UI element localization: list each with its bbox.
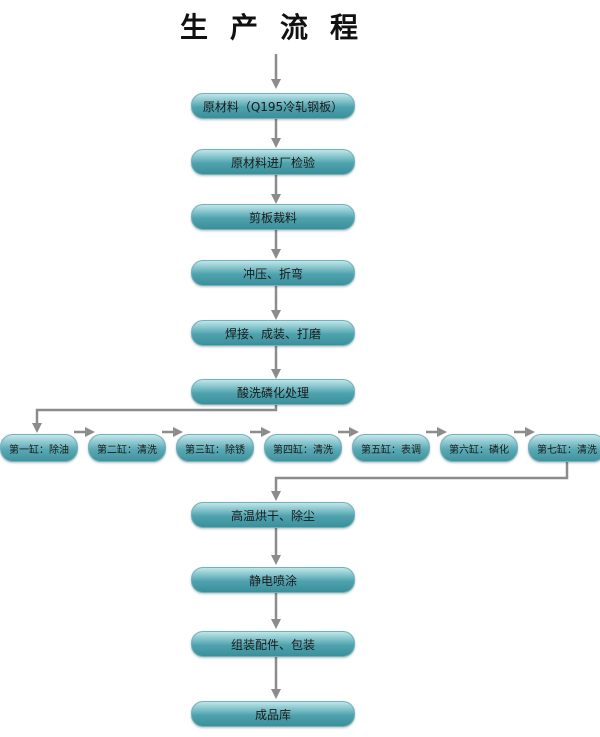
tank-step-1: 第一缸：除油 xyxy=(0,434,78,462)
tank-step-4: 第四缸：清洗 xyxy=(264,434,342,462)
step-assembly-packaging: 组装配件、包装 xyxy=(191,631,355,657)
step-raw-material: 原材料（Q195冷轧钢板） xyxy=(191,93,355,119)
step-shearing: 剪板裁料 xyxy=(191,204,355,230)
step-welding-assembly: 焊接、成装、打磨 xyxy=(191,320,355,346)
tank-step-2: 第二缸：清洗 xyxy=(88,434,166,462)
step-drying-dedusting: 高温烘干、除尘 xyxy=(191,502,355,528)
tank-step-5: 第五缸：表调 xyxy=(352,434,430,462)
step-incoming-inspection: 原材料进厂检验 xyxy=(191,149,355,175)
tank-step-6: 第六缸：磷化 xyxy=(440,434,518,462)
page-title: 生产流程 xyxy=(179,11,380,44)
arrow-tank7-to-drying xyxy=(271,462,569,501)
step-pickling-phosphating: 酸洗磷化处理 xyxy=(191,379,355,405)
step-finished-warehouse: 成品库 xyxy=(191,701,355,727)
arrow-pickling-to-tank1 xyxy=(32,400,278,433)
tank-step-3: 第三缸：除锈 xyxy=(176,434,254,462)
step-electrostatic-spraying: 静电喷涂 xyxy=(191,567,355,593)
step-stamping-bending: 冲压、折弯 xyxy=(191,260,355,286)
tank-step-7: 第七缸：清洗 xyxy=(528,434,600,462)
